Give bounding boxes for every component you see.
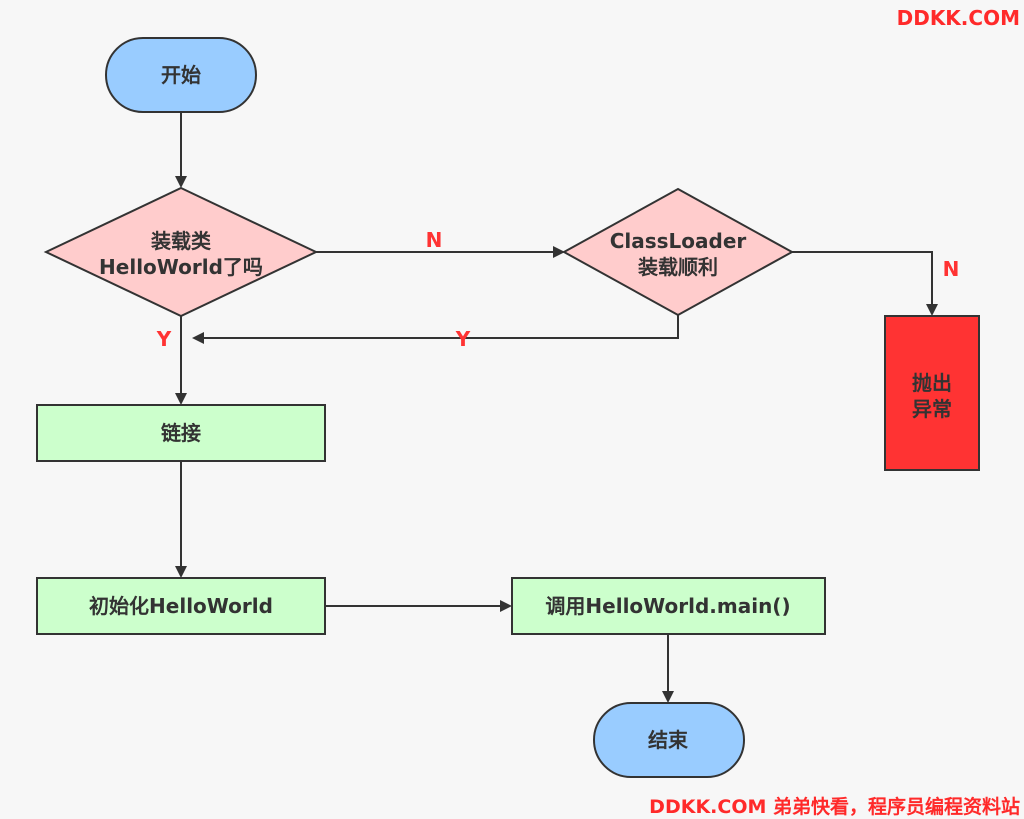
edge-label-loader-no: N [943,257,960,281]
node-throw-line-2: 异常 [912,397,952,421]
node-throw-line-1: 抛出 [912,371,952,395]
node-check-loaded-line-2: HelloWorld了吗 [99,255,263,279]
node-call-main: 调用HelloWorld.main() [511,577,826,635]
node-link: 链接 [36,404,326,462]
watermark-bottom: DDKK.COM 弟弟快看，程序员编程资料站 [649,796,1020,818]
node-check-loader: ClassLoader 装载顺利 [561,187,795,317]
node-check-loader-line-2: 装载顺利 [637,255,718,279]
error-shape [884,315,980,471]
edges [175,112,938,703]
node-end-label: 结束 [648,728,689,752]
node-check-loader-line-1: ClassLoader [610,229,747,253]
decision-shape [561,187,795,317]
terminal-shape [105,37,257,113]
node-link-label: 链接 [161,421,201,445]
decision-shape [43,186,319,318]
node-start: 开始 [105,37,257,113]
node-call-main-label: 调用HelloWorld.main() [545,594,790,618]
edge-label-loaded-yes: Y [156,327,172,351]
terminal-shape [593,702,745,778]
edge-label-loader-yes: Y [455,327,471,351]
edge-labels: N N Y Y [156,228,960,351]
edge-label-loaded-no: N [426,228,443,252]
node-end: 结束 [593,702,745,778]
node-throw: 抛出 异常 [884,315,980,471]
node-check-loaded: 装载类 HelloWorld了吗 [43,186,319,318]
node-start-label: 开始 [161,63,201,87]
node-check-loaded-line-1: 装载类 [150,229,211,253]
process-shape [36,577,326,635]
watermark-top: DDKK.COM [896,6,1020,30]
node-init-label: 初始化HelloWorld [89,594,273,618]
process-shape [511,577,826,635]
edge-check-loader-to-throw [792,251,938,316]
edge-check-loader-yes-back [192,315,679,344]
node-init: 初始化HelloWorld [36,577,326,635]
process-shape [36,404,326,462]
